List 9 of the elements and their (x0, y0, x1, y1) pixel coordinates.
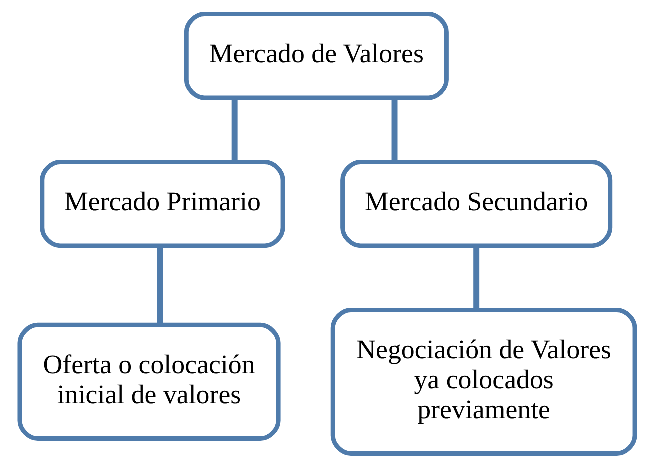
node-box: Negociación de Valores ya colocados previamente (330, 308, 638, 456)
node-box: Mercado de Valores (184, 12, 449, 100)
connector (232, 98, 238, 162)
connector (157, 246, 164, 325)
connector (392, 98, 398, 162)
node-box: Oferta o colocación inicial de valores (18, 322, 281, 441)
node-box: Mercado Primario (40, 160, 286, 248)
node-box: Mercado Secundario (340, 160, 613, 248)
connector (474, 246, 480, 310)
